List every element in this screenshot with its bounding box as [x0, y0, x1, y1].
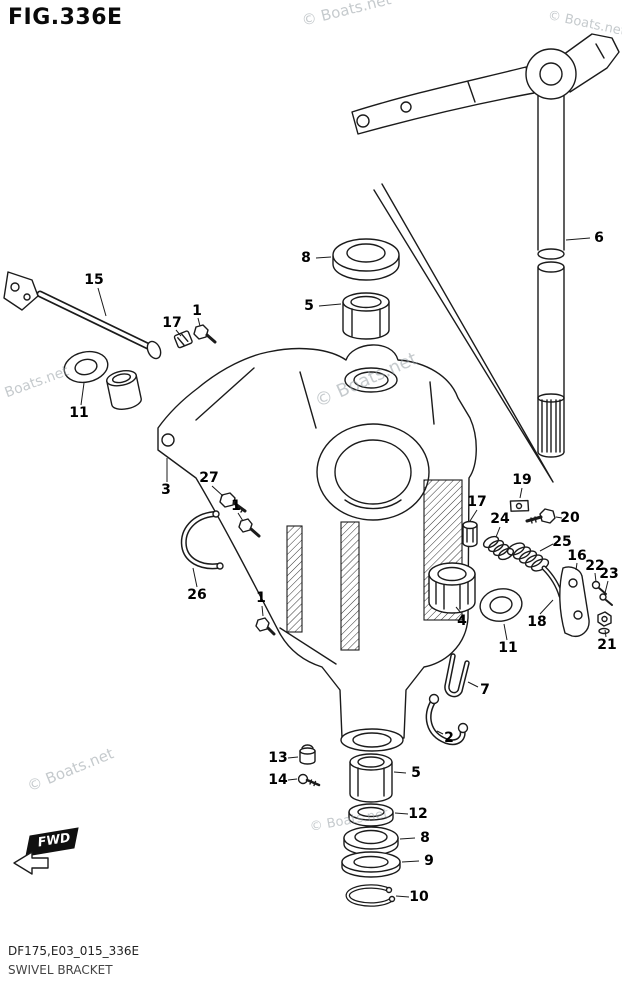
callout-24: 24: [490, 511, 510, 527]
callout-13: 13: [268, 750, 288, 766]
part-ring-9: [341, 851, 401, 878]
part-snap-ring-10: [345, 884, 396, 907]
callout-19: 19: [512, 472, 532, 488]
part-bushing-left: [106, 370, 142, 410]
part-swivel-bracket-body: [157, 344, 477, 752]
part-cap-13: [299, 744, 316, 765]
callout-18: 18: [527, 614, 547, 630]
part-cap-8: [332, 238, 400, 281]
part-bolt-20: [525, 508, 556, 524]
part-screw-14: [297, 773, 321, 787]
part-bushing-4: [428, 562, 476, 614]
part-bolt-27: [219, 492, 247, 513]
callout-25: 25: [552, 534, 572, 550]
callout-8: 8: [301, 250, 311, 266]
callout-1: 1: [192, 303, 202, 319]
part-link-2: [425, 693, 469, 746]
part-link-18: [541, 565, 564, 599]
part-bolt-1-mid: [238, 518, 261, 538]
callout-22: 22: [585, 558, 605, 574]
part-bushing-5-top: [342, 292, 390, 340]
part-spring-24: [482, 535, 515, 561]
part-bolt-1-low: [255, 617, 276, 636]
part-pin-17-right: [462, 520, 478, 548]
callout-8: 8: [420, 830, 430, 846]
part-bushing-5-bottom: [349, 753, 393, 803]
part-bolt-1-top: [193, 324, 217, 344]
callout-9: 9: [424, 853, 434, 869]
callout-7: 7: [480, 682, 490, 698]
callout-15: 15: [84, 272, 104, 288]
fwd-arrow-icon: [13, 851, 49, 875]
part-screw-23: [599, 593, 613, 606]
callout-17: 17: [467, 494, 487, 510]
part-bracket-16: [559, 566, 590, 638]
callout-21: 21: [597, 637, 617, 653]
part-shaft: [537, 95, 565, 458]
callout-1: 1: [231, 498, 241, 514]
sight-line: [373, 183, 554, 483]
callout-3: 3: [161, 482, 171, 498]
part-ring-8-bottom: [343, 826, 399, 856]
callout-26: 26: [187, 587, 207, 603]
part-washer-11-right: [479, 588, 523, 622]
callout-1: 1: [256, 590, 266, 606]
callout-4: 4: [457, 613, 467, 629]
callout-27: 27: [199, 470, 219, 486]
callout-17: 17: [162, 315, 182, 331]
callout-14: 14: [268, 772, 288, 788]
part-steering-arm: [351, 33, 620, 135]
callout-6: 6: [594, 230, 604, 246]
part-washer-11-left: [63, 350, 109, 384]
callout-11: 11: [498, 640, 518, 656]
callout-10: 10: [409, 889, 429, 905]
callout-5: 5: [304, 298, 314, 314]
footer-part-code: DF175,E03_015_336E: [8, 944, 140, 958]
figure-title: FIG.336E: [8, 5, 123, 30]
footer-figure-name: SWIVEL BRACKET: [8, 963, 113, 977]
callout-11: 11: [69, 405, 89, 421]
callout-12: 12: [408, 806, 428, 822]
part-clamp-26: [180, 510, 224, 570]
callout-20: 20: [560, 510, 580, 526]
part-ring-12: [348, 803, 394, 827]
leader-lines: [80, 237, 609, 898]
callout-16: 16: [567, 548, 587, 564]
part-clip-19: [509, 499, 530, 512]
part-tilt-rod-15: [3, 271, 162, 360]
part-link-7: [444, 653, 470, 698]
callout-23: 23: [599, 566, 619, 582]
callout-5: 5: [411, 765, 421, 781]
part-screw-22: [591, 580, 607, 595]
callout-2: 2: [444, 730, 454, 746]
fwd-flag: [13, 827, 79, 875]
part-nut-21: [597, 611, 612, 635]
part-pin-17-top: [173, 330, 193, 349]
